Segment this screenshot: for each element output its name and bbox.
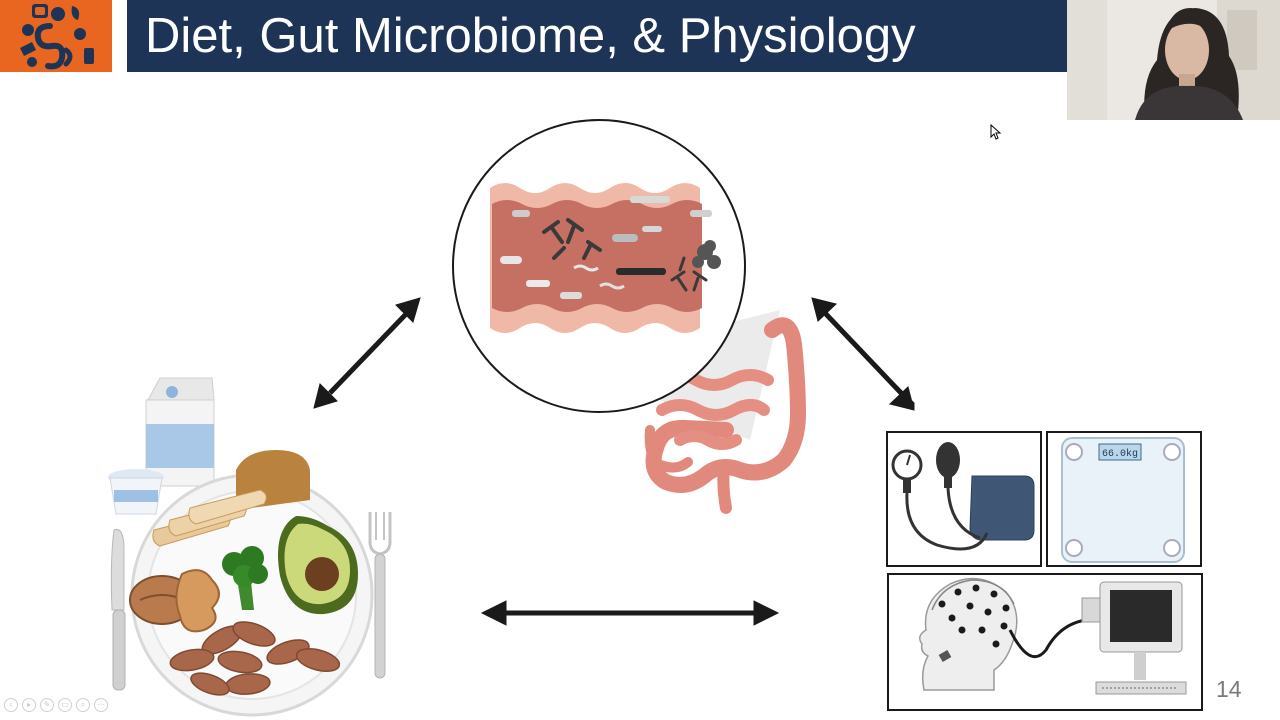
gut-health-logo-icon <box>0 0 112 72</box>
mouse-cursor-icon <box>990 124 1002 140</box>
slide-number: 14 <box>1216 676 1242 702</box>
more-icon[interactable]: ⋯ <box>94 698 108 712</box>
title-bar: Diet, Gut Microbiome, & Physiology <box>127 0 1067 72</box>
zoom-icon[interactable]: ⌕ <box>76 698 90 712</box>
eeg-monitor-icon <box>1081 581 1187 695</box>
presenter-webcam <box>1067 0 1280 120</box>
weight-scale-icon: 66.0kg <box>1046 431 1202 567</box>
blood-pressure-monitor-icon <box>886 431 1042 567</box>
gut-microbiome-magnifier-icon <box>452 119 746 413</box>
fork-icon <box>368 512 392 679</box>
player-controls[interactable]: ‹ ▸ ✎ ▭ ⌕ ⋯ <box>4 698 108 712</box>
almonds-icon <box>169 621 341 696</box>
walnut-icon <box>129 569 220 633</box>
play-icon[interactable]: ▸ <box>22 698 36 712</box>
double-arrow-icon <box>811 297 915 411</box>
broccoli-icon <box>222 546 268 610</box>
previous-icon[interactable]: ‹ <box>4 698 18 712</box>
scale-readout: 66.0kg <box>1102 448 1138 460</box>
yogurt-cup-icon <box>108 469 164 515</box>
slides-icon[interactable]: ▭ <box>58 698 72 712</box>
knife-icon <box>110 528 126 691</box>
bread-loaf-icon <box>152 450 310 547</box>
double-arrow-icon <box>480 600 780 626</box>
pen-icon[interactable]: ✎ <box>40 698 54 712</box>
avocado-icon <box>278 516 358 615</box>
slide-title: Diet, Gut Microbiome, & Physiology <box>145 9 916 63</box>
milk-carton-icon <box>145 377 215 487</box>
double-arrow-icon <box>313 297 421 409</box>
